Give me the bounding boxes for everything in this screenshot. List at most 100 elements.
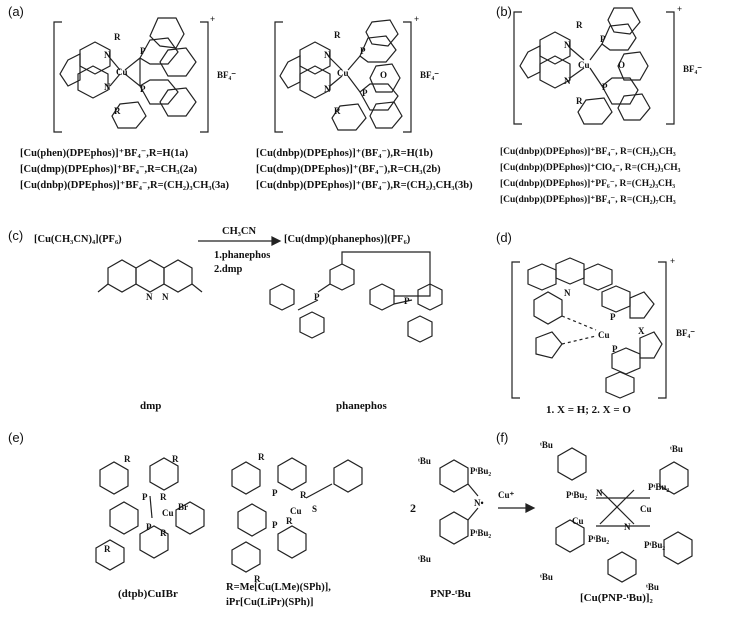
label-b-1: [Cu(dnbp)(DPEphos)]⁺BF₄⁻, R=(CH₂)₃CH₃: [500, 147, 676, 157]
atom-p2-b: P: [602, 82, 608, 92]
charge-1b: +: [414, 14, 419, 24]
complex-1b-structure: [275, 20, 411, 132]
atom-cu-cusph: Cu: [290, 506, 302, 516]
charge-d: +: [670, 256, 675, 266]
atom-r2-1a: R: [114, 106, 121, 116]
label-b-3: [Cu(dnbp)(DPEphos)]⁺PF₆⁻, R=(CH₂)₃CH₃: [500, 179, 676, 189]
cu-pnp-dimer-structure: [556, 448, 692, 582]
atom-cu-dtpb: Cu: [162, 508, 174, 518]
atom-r2-1b: R: [334, 106, 341, 116]
counterion-1a: BF₄⁻: [217, 70, 236, 80]
atom-n2-b: N: [564, 76, 571, 86]
atom-o-1b: O: [380, 70, 387, 80]
atom-br-dtpb: Br: [178, 502, 188, 512]
atom-r2-cusph: R: [300, 490, 307, 500]
atom-r3-dtpb: R: [160, 492, 167, 502]
atom-n1-b: N: [564, 40, 571, 50]
label-3a: [Cu(dnbp)(DPEphos)]⁺BF₄⁻,R=(CH₂)₃CH₃(3a): [20, 180, 230, 191]
atom-pbu1-pnp: PᵗBu₂: [470, 466, 491, 476]
atom-p2-1b: P: [362, 88, 368, 98]
atom-n-pnp: N•: [474, 498, 484, 508]
label-1b: [Cu(dnbp)(DPEphos)]⁺(BF₄⁻),R=H(1b): [256, 148, 433, 159]
complex-dtpb-structure: [96, 458, 204, 570]
label-2b: [Cu(dmp)(DPEphos)]⁺(BF₄⁻),R=CH₃(2b): [256, 164, 441, 175]
counterion-1b: BF₄⁻: [420, 70, 439, 80]
caption-cusph-1: R=Me[Cu(LMe)(SPh)],: [226, 582, 331, 593]
caption-dmp: dmp: [140, 400, 162, 412]
pnp-ligand-structure: [440, 460, 478, 544]
label-b-2: [Cu(dnbp)(DPEphos)]⁺ClO₄⁻, R=(CH₂)₃CH₃: [500, 163, 681, 173]
charge-1a: +: [210, 14, 215, 24]
atom-pbu2-pnp: PᵗBu₂: [470, 528, 491, 538]
step2-c: 2.dmp: [214, 264, 243, 275]
atom-r1-1b: R: [334, 30, 341, 40]
panel-tag-a: (a): [8, 4, 24, 19]
atom-pbu3-f: PᵗBu₂: [588, 534, 609, 544]
atom-r2-dtpb: R: [172, 454, 179, 464]
atom-p1-dtpb: P: [142, 492, 148, 502]
label-3b: [Cu(dnbp)(DPEphos)]⁺(BF₄⁻),R=(CH₂)₃CH₃(3…: [256, 180, 473, 191]
atom-tbu1-pnp: ᵗBu: [418, 456, 431, 466]
atom-r3-cusph: R: [286, 516, 293, 526]
atom-pbu1-f: PᵗBu₂: [566, 490, 587, 500]
atom-x-d: X: [638, 326, 645, 336]
atom-n1-f: N: [596, 488, 603, 498]
atom-p2-phanephos: P: [404, 296, 410, 306]
caption-cusph-2: iPr[Cu(LiPr)(SPh)]: [226, 597, 314, 608]
atom-p1-1a: P: [140, 46, 146, 56]
panel-tag-b: (b): [496, 4, 512, 19]
ligand-coefficient: 2: [410, 501, 416, 515]
atom-cu1-f: Cu: [572, 516, 584, 526]
atom-n2-f: N: [624, 522, 631, 532]
atom-n2-dmp: N: [162, 292, 169, 302]
atom-tbu1-f: ᵗBu: [540, 440, 553, 450]
panel-tag-e: (e): [8, 430, 24, 445]
atom-p1-b: P: [600, 34, 606, 44]
caption-dtpb: (dtpb)CuIBr: [118, 588, 178, 600]
complex-d-structure: [512, 258, 666, 398]
atom-n1-1b: N: [324, 50, 331, 60]
complex-cu-sph-structure: [232, 458, 362, 572]
atom-r4-dtpb: R: [160, 528, 167, 538]
atom-n1-dmp: N: [146, 292, 153, 302]
atom-r1-1a: R: [114, 32, 121, 42]
reactant-c: [Cu(CH₃CN)₄](PF₆): [34, 234, 122, 245]
product-c: [Cu(dmp)(phanephos)](PF₆): [284, 234, 411, 245]
complex-b-structure: [514, 8, 674, 124]
counterion-b: BF₄⁻: [683, 64, 702, 74]
panel-tag-d: (d): [496, 230, 512, 245]
atom-n-carbazole-d: N: [564, 288, 571, 298]
atom-p2-d: P: [612, 344, 618, 354]
atom-cu-b: Cu: [578, 60, 590, 70]
atom-r1-dtpb: R: [124, 454, 131, 464]
atom-tbu4-f: ᵗBu: [646, 582, 659, 592]
arrow-label-f: Cu⁺: [498, 490, 515, 500]
reaction-arrow-f: [498, 504, 534, 512]
charge-b: +: [677, 4, 682, 14]
complex-1a-structure: [54, 18, 208, 132]
panel-tag-c: (c): [8, 228, 24, 243]
atom-s-cusph: S: [312, 504, 317, 514]
atom-r4-cusph: R: [254, 574, 261, 584]
atom-cu-d: Cu: [598, 330, 610, 340]
atom-labels: Cu P P N N R R BF₄⁻ + Cu P P O N N R R B…: [104, 4, 702, 592]
counterion-d: BF₄⁻: [676, 328, 695, 338]
atom-p2-dtpb: P: [146, 522, 152, 532]
atom-pbu4-f: PᵗBu₂: [644, 540, 665, 550]
atom-n2-1a: N: [104, 82, 111, 92]
atom-r1-b: R: [576, 20, 583, 30]
caption-d: 1. X = H; 2. X = O: [546, 404, 631, 416]
atom-pbu2-f: PᵗBu₂: [648, 482, 669, 492]
atom-p1-d: P: [610, 312, 616, 322]
atom-cu-1b: Cu: [337, 68, 349, 78]
atom-r2-b: R: [576, 96, 583, 106]
atom-p1-1b: P: [360, 46, 366, 56]
atom-p1-phanephos: P: [314, 292, 320, 302]
atom-r5-dtpb: R: [104, 544, 111, 554]
atom-p2-cusph: P: [272, 520, 278, 530]
label-1a: [Cu(phen)(DPEphos)]⁺BF₄⁻,R=H(1a): [20, 148, 189, 159]
label-2a: [Cu(dmp)(DPEphos)]⁺BF₄⁻,R=CH₃(2a): [20, 164, 198, 175]
caption-phanephos: phanephos: [336, 400, 387, 412]
panel-tag-f: (f): [496, 430, 509, 445]
step1-c: 1.phanephos: [214, 250, 271, 261]
